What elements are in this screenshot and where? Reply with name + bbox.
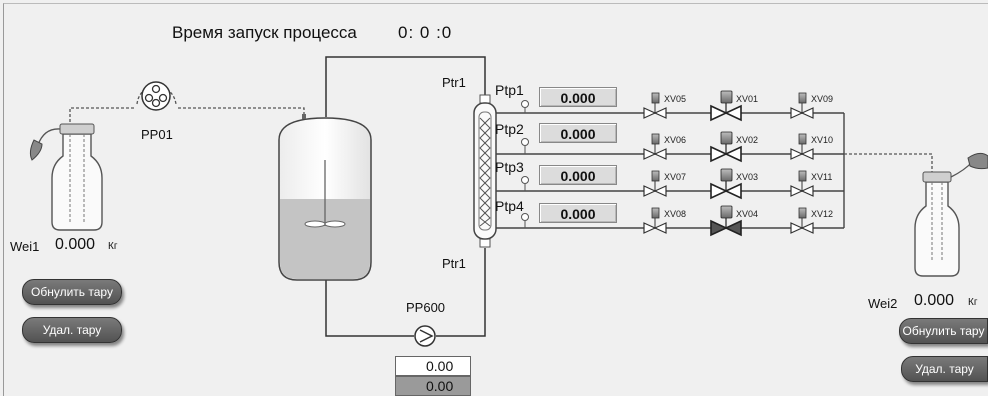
valve-label-xv03: XV03 <box>736 172 759 182</box>
process-time-title: Время запуск процесса <box>172 23 357 42</box>
valve-xv12-icon[interactable] <box>790 207 814 234</box>
valve-xv10-icon[interactable] <box>790 133 814 160</box>
valve-manifold-pipes <box>496 112 845 229</box>
pressure-sensor-icons <box>521 100 529 228</box>
valve-xv09-icon[interactable] <box>790 92 814 119</box>
valve-xv11-icon[interactable] <box>790 170 814 197</box>
scale-right-value: 0.000 <box>914 292 955 309</box>
heat-exchanger <box>473 94 497 248</box>
scale-left-remove-tare-button[interactable]: Удал. тару <box>22 317 122 343</box>
valve-label-xv07: XV07 <box>664 172 687 182</box>
valve-xv06-icon[interactable] <box>643 133 667 160</box>
pressure-value-ptp3: 0.000 <box>539 165 617 185</box>
valve-label-xv12: XV12 <box>811 209 834 219</box>
pump-pp01-icon[interactable] <box>141 81 171 111</box>
valve-xv04-icon[interactable] <box>710 205 742 237</box>
scale-right-label: Wei2 <box>868 296 898 311</box>
valve-xv08-icon[interactable] <box>643 207 667 234</box>
valve-xv02-icon[interactable] <box>710 131 742 163</box>
pressure-label-ptp3: Ptp3 <box>495 159 524 175</box>
valve-label-xv05: XV05 <box>664 94 687 104</box>
valve-label-xv09: XV09 <box>811 94 834 104</box>
valve-label-xv08: XV08 <box>664 209 687 219</box>
dashed-feed-line <box>69 85 305 122</box>
right-bottle <box>914 152 988 277</box>
scale-left-tare-button[interactable]: Обнулить тару <box>22 279 122 305</box>
valve-label-xv11: XV11 <box>811 172 833 182</box>
pressure-value-ptp2: 0.000 <box>539 123 617 143</box>
flow-setpoint-input[interactable]: 0.00 <box>395 356 471 376</box>
scale-right-tare-button[interactable]: Обнулить тару <box>899 318 988 344</box>
reactor-pressure-top-label: Ptr1 <box>442 75 466 90</box>
scale-right-remove-tare-button[interactable]: Удал. тару <box>901 356 988 382</box>
valve-label-xv06: XV06 <box>664 135 687 145</box>
pump-pp01-label: PP01 <box>141 127 173 142</box>
valve-label-xv02: XV02 <box>736 135 759 145</box>
pressure-label-ptp2: Ptp2 <box>495 121 524 137</box>
valve-xv01-icon[interactable] <box>710 90 742 122</box>
scale-left-unit: Кг <box>108 241 118 252</box>
valve-label-xv10: XV10 <box>811 135 834 145</box>
left-bottle <box>29 123 103 231</box>
main-loop-pipe <box>325 56 486 337</box>
pump-pp600-label: PP600 <box>406 300 446 315</box>
pump-pp600-icon[interactable] <box>414 325 436 347</box>
reactor-vessel <box>278 114 372 281</box>
valve-label-xv04: XV04 <box>736 209 759 219</box>
scale-left-value: 0.000 <box>55 236 96 253</box>
valve-xv03-icon[interactable] <box>710 168 742 200</box>
pressure-label-ptp4: Ptp4 <box>495 198 524 214</box>
flow-actual-value: 0.00 <box>395 376 471 396</box>
valve-label-xv01: XV01 <box>736 94 759 104</box>
reactor-pressure-bottom-label: Ptr1 <box>442 256 466 271</box>
pressure-label-ptp1: Ptp1 <box>495 82 524 98</box>
valve-xv07-icon[interactable] <box>643 170 667 197</box>
pressure-value-ptp1: 0.000 <box>539 87 617 107</box>
process-panel <box>3 3 988 396</box>
pressure-value-ptp4: 0.000 <box>539 203 617 223</box>
process-timer: 0: 0 :0 <box>398 23 453 42</box>
dashed-output-line <box>844 153 933 176</box>
scale-right-unit: Кг <box>968 297 978 308</box>
scale-left-label: Wei1 <box>10 239 40 254</box>
valve-xv05-icon[interactable] <box>643 92 667 119</box>
